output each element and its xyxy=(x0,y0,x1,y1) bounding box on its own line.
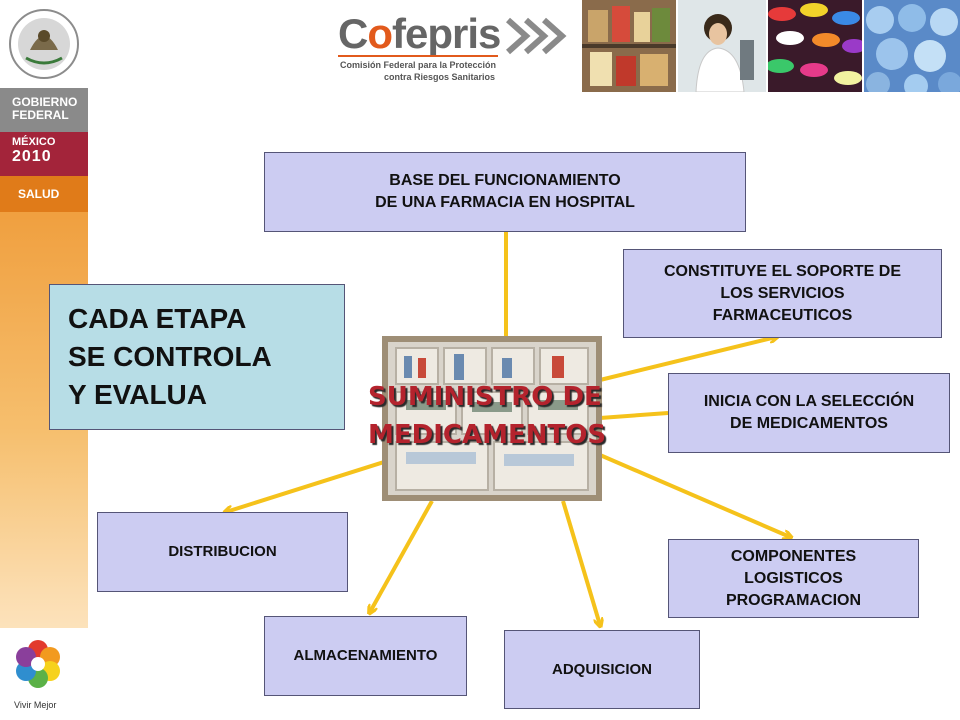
arrow-to-almacenamiento xyxy=(370,500,434,612)
box-almacenamiento: ALMACENAMIENTO xyxy=(264,616,467,696)
pantry-photo xyxy=(582,0,676,92)
gobierno-federal-label: GOBIERNO FEDERAL xyxy=(0,88,88,132)
cofepris-subtitle-1: Comisión Federal para la Protección xyxy=(340,60,497,70)
salud-label: SALUD xyxy=(0,176,88,212)
box-constituye-soporte: CONSTITUYE EL SOPORTE DE LOS SERVICIOS F… xyxy=(623,249,942,338)
box-inicia-seleccion: INICIA CON LA SELECCIÓN DE MEDICAMENTOS xyxy=(668,373,950,453)
mexico-label: MÉXICO xyxy=(12,136,56,148)
box-inicia-text: INICIA CON LA SELECCIÓN DE MEDICAMENTOS xyxy=(703,393,915,432)
arrow-to-componentes xyxy=(599,453,790,537)
arrow-to-constituye xyxy=(599,337,776,382)
vivir-mejor-logo: Vivir Mejor xyxy=(0,628,88,720)
box-cada-etapa: CADA ETAPA SE CONTROLA Y EVALUA xyxy=(49,284,345,430)
flower-icon xyxy=(16,640,60,688)
box-componentes-text: COMPONENTES LOGISTICOS PROGRAMACION xyxy=(725,547,862,609)
water-bottles-photo xyxy=(864,0,960,92)
arrow-to-distribucion xyxy=(226,460,385,512)
pills-photo xyxy=(768,0,862,92)
line-to-inicia xyxy=(599,411,669,420)
box-base-text: BASE DEL FUNCIONAMIENTO DE UNA FARMACIA … xyxy=(375,172,635,211)
box-adquisicion: ADQUISICION xyxy=(504,630,700,709)
mexico-2010-label: MÉXICO 2010 xyxy=(0,132,88,176)
box-distribucion-text: DISTRIBUCION xyxy=(168,543,277,560)
box-componentes-logisticos: COMPONENTES LOGISTICOS PROGRAMACION xyxy=(668,539,919,618)
cofepris-subtitle-2: contra Riesgos Sanitarios xyxy=(384,72,496,82)
arrow-to-adquisicion xyxy=(561,500,600,625)
box-distribucion: DISTRIBUCION xyxy=(97,512,348,592)
header-banner: Cofepris Comisión Federal para la Protec… xyxy=(88,0,960,92)
box-constituye-text: CONSTITUYE EL SOPORTE DE LOS SERVICIOS F… xyxy=(663,262,902,324)
box-adquisicion-text: ADQUISICION xyxy=(551,660,652,678)
cofepris-logo: Cofepris xyxy=(338,10,501,57)
box-base-funcionamiento: BASE DEL FUNCIONAMIENTO DE UNA FARMACIA … xyxy=(264,152,746,232)
box-almacenamiento-text: ALMACENAMIENTO xyxy=(293,647,438,664)
medication-drawer-photo xyxy=(382,336,602,501)
logo-underline xyxy=(338,55,498,57)
suministro-title: SUMINISTRO DE MEDICAMENTOS xyxy=(368,382,607,450)
vivir-mejor-label: Vivir Mejor xyxy=(14,700,57,710)
mexico-seal-logo xyxy=(0,0,90,88)
box-cada-etapa-text: CADA ETAPA SE CONTROLA Y EVALUA xyxy=(68,303,272,410)
lab-scientist-photo xyxy=(678,0,766,92)
year-label: 2010 xyxy=(12,148,52,165)
chevron-arrows-icon xyxy=(506,17,567,55)
